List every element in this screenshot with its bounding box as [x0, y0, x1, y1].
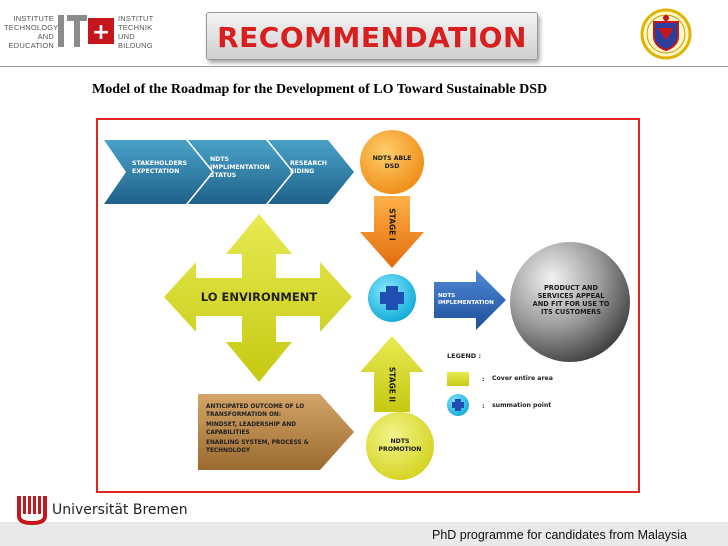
legend-item-cover: Cover entire area: [492, 375, 553, 382]
ndts-promotion-circle: [366, 412, 434, 480]
title-banner: RECOMMENDATION: [206, 12, 538, 60]
chevron-research: [268, 140, 354, 204]
anticipated-outcome-arrow: [198, 394, 354, 470]
lo-environment-cross-arrow: [164, 214, 352, 382]
stage-one-arrow: [360, 196, 424, 268]
legend-item-summation: summation point: [492, 402, 552, 409]
chevron-stakeholders: [104, 140, 212, 204]
outcome-text-block: ANTICIPATED OUTCOME OF LO TRANSFORMATION…: [206, 404, 316, 455]
legend-yellow-swatch: [447, 372, 469, 386]
itb-text-left: INSTITUTE TECHNOLOGY AND EDUCATION: [4, 14, 59, 50]
chevron-label-stakeholders: STAKEHOLDERS EXPECTATION: [132, 160, 187, 175]
diagram-subtitle: Model of the Roadmap for the Development…: [92, 82, 548, 97]
programme-caption: PhD programme for candidates from Malays…: [432, 528, 687, 542]
sphere-label: PRODUCT AND SERVICES APPEAL AND FIT FOR …: [532, 284, 610, 316]
university-crest-icon: [640, 8, 692, 60]
chevron-label-research: RESEARCH FIDING: [290, 160, 327, 175]
ndts-implementation-label: NDTS IMPLEMENTATION: [438, 293, 494, 306]
product-services-sphere: [510, 242, 630, 362]
outcome-item-1: MINDSET, LEADERSHIP AND CAPABILITIES: [206, 422, 297, 436]
legend-colon-2: :: [482, 402, 485, 410]
outcome-item-2: ENABLING SYSTEM, PROCESS & TECHNOLOGY: [206, 440, 309, 454]
itb-text-right: INSTITUT TECHNIK UND BILDUNG: [118, 14, 154, 50]
ndts-able-dsd-circle: [360, 130, 424, 194]
stage-two-label: STAGE II: [387, 366, 397, 403]
footer-bar: [0, 522, 728, 546]
lo-environment-label: LO ENVIRONMENT: [200, 290, 318, 304]
plus-icon: [380, 286, 404, 310]
ndts-implementation-arrow: [434, 270, 506, 330]
ndts-promotion-label: NDTS PROMOTION: [378, 438, 422, 453]
university-name: Universität Bremen: [52, 502, 188, 518]
ndts-able-dsd-label: NDTS ABLE DSD: [372, 155, 412, 170]
university-bremen-logo-icon: [17, 496, 47, 525]
outcome-title: ANTICIPATED OUTCOME OF LO TRANSFORMATION…: [206, 404, 305, 418]
legend-colon-1: :: [482, 375, 485, 383]
chevron-label-ndts-status: NDTS IMPLIMENTATION STATUS: [210, 156, 270, 179]
itb-logo: + 3: [58, 15, 114, 47]
svg-text:+: +: [92, 20, 110, 45]
stage-two-arrow: [360, 336, 424, 412]
page-title: RECOMMENDATION: [217, 21, 527, 54]
header-divider: [0, 66, 728, 67]
legend-title: LEGEND :: [447, 352, 482, 360]
legend-plus-icon: [452, 399, 464, 411]
chevron-ndts-status: [188, 140, 292, 204]
stage-one-label: STAGE I: [387, 208, 397, 241]
